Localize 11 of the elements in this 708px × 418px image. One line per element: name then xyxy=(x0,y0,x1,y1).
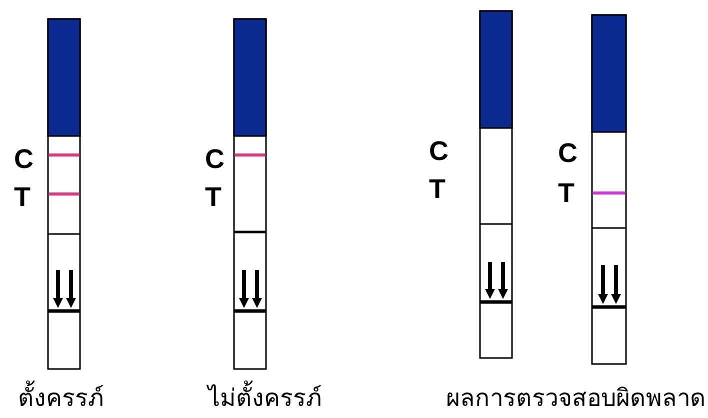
line-letter: C xyxy=(14,146,34,173)
result-caption: ตั้งครรภ์ xyxy=(18,383,104,413)
line-letter: T xyxy=(429,176,446,203)
line-letter: C xyxy=(429,138,448,165)
line-letter: C xyxy=(558,140,578,167)
line-letter: T xyxy=(14,184,30,211)
line-letter: T xyxy=(205,184,222,211)
result-caption: ไม่ตั้งครรภ์ xyxy=(208,383,322,413)
line-letter: T xyxy=(558,180,574,207)
result-caption: ผลการตรวจสอบผิดพลาด xyxy=(446,383,706,413)
line-letter: C xyxy=(205,146,224,173)
